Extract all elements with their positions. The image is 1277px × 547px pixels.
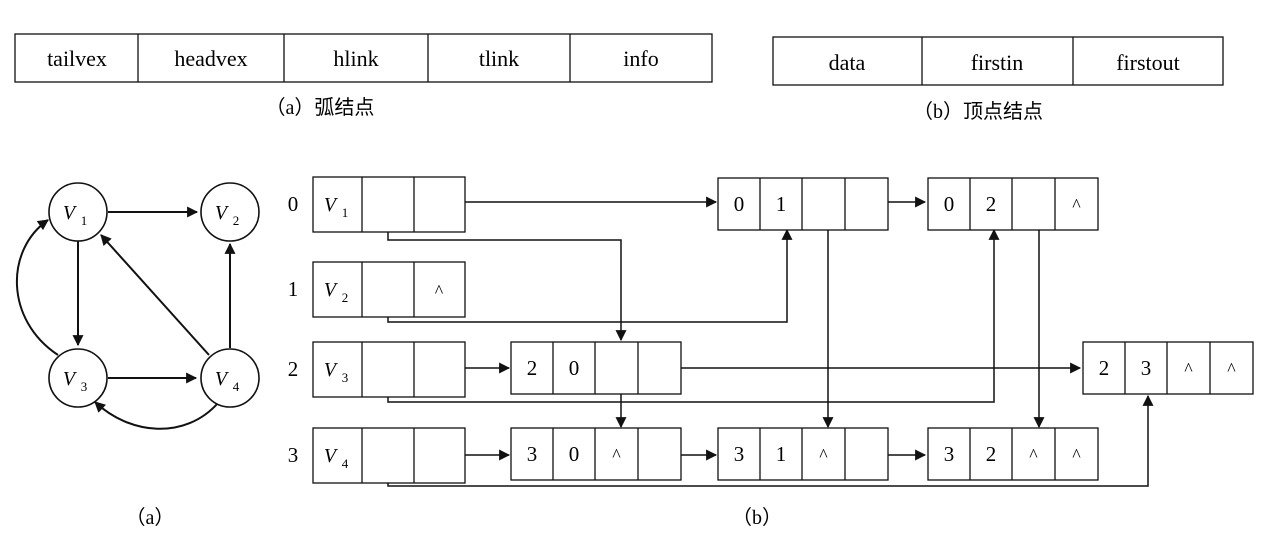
arc-node-box bbox=[14, 33, 713, 83]
arc-node-hlink: ^ bbox=[1184, 359, 1193, 379]
node-letter: V bbox=[215, 202, 230, 224]
arc-node-tail: 3 bbox=[944, 442, 955, 466]
node-circle bbox=[48, 348, 108, 408]
arc-node-tlink: ^ bbox=[1072, 195, 1081, 215]
vertex-index: 3 bbox=[288, 443, 299, 467]
arc-node-frame bbox=[510, 427, 682, 481]
arc-node-frame bbox=[510, 341, 682, 395]
arc-node-frame bbox=[927, 177, 1099, 231]
vertex-firstout: ^ bbox=[435, 281, 444, 301]
arc-node-head: 0 bbox=[569, 356, 580, 380]
field-info: info bbox=[623, 46, 658, 71]
field-tlink: tlink bbox=[479, 46, 519, 71]
arc-node-head: 1 bbox=[776, 442, 787, 466]
vertex-index: 1 bbox=[288, 277, 299, 301]
field-firstin: firstin bbox=[971, 50, 1024, 75]
field-hlink: hlink bbox=[333, 46, 378, 71]
arc-node-hlink: ^ bbox=[819, 445, 828, 465]
arc-node: 3 1 ^ bbox=[717, 427, 889, 481]
graph-edge-v4-v1 bbox=[100, 234, 210, 356]
graph-node-v4: V 4 bbox=[200, 348, 260, 408]
node-subscript: 3 bbox=[81, 379, 88, 394]
vertex-data-subscript: 4 bbox=[342, 456, 349, 471]
vertex-row-box bbox=[312, 341, 466, 398]
graph-edge-v3-v1 bbox=[16, 219, 59, 356]
field-firstout: firstout bbox=[1116, 50, 1180, 75]
arc-node-head: 2 bbox=[986, 192, 997, 216]
arc-node-tail: 0 bbox=[944, 192, 955, 216]
arc-node-hlink: ^ bbox=[612, 445, 621, 465]
field-tailvex: tailvex bbox=[47, 46, 107, 71]
arc-node: 0 2 ^ bbox=[927, 177, 1099, 231]
arc-node-head: 1 bbox=[776, 192, 787, 216]
arc-node: 3 0 ^ bbox=[510, 427, 682, 481]
arc-node-head: 2 bbox=[986, 442, 997, 466]
node-subscript: 1 bbox=[81, 213, 88, 228]
vertex-data-subscript: 2 bbox=[342, 290, 349, 305]
arc-node-tlink: ^ bbox=[1227, 359, 1236, 379]
node-letter: V bbox=[63, 202, 78, 224]
vertex-index: 2 bbox=[288, 357, 299, 381]
vertex-data-letter: V bbox=[324, 279, 339, 301]
field-headvex: headvex bbox=[174, 46, 247, 71]
arc-node-caption: （a）弧结点 bbox=[266, 96, 375, 119]
arc-node: 2 3 ^ ^ bbox=[1082, 341, 1254, 395]
arc-node-tail: 2 bbox=[527, 356, 538, 380]
list-caption: （b） bbox=[732, 506, 782, 529]
vertex-row-box bbox=[312, 427, 466, 484]
vertex-data-letter: V bbox=[324, 359, 339, 381]
graph-node-v2: V 2 bbox=[200, 182, 260, 242]
node-circle bbox=[48, 182, 108, 242]
arc-node-structure: tailvex headvex hlink tlink info （a）弧结点 bbox=[14, 33, 713, 119]
arc-node-tail: 2 bbox=[1099, 356, 1110, 380]
arc-node-tail: 3 bbox=[734, 442, 745, 466]
vertex-data-subscript: 3 bbox=[342, 370, 349, 385]
node-subscript: 2 bbox=[233, 213, 240, 228]
graph-caption: （a） bbox=[126, 506, 175, 529]
arc-node-frame bbox=[1082, 341, 1254, 395]
vertex-data-letter: V bbox=[324, 194, 339, 216]
arc-node-hlink: ^ bbox=[1029, 445, 1038, 465]
arc-node-frame bbox=[927, 427, 1099, 481]
arc-node-frame bbox=[717, 177, 889, 231]
arc-node-head: 0 bbox=[569, 442, 580, 466]
directed-graph: V 1 V 2 V 3 V 4 （a） bbox=[16, 182, 260, 529]
vertex-row-box bbox=[312, 261, 466, 318]
arc-node-tail: 0 bbox=[734, 192, 745, 216]
arc-node: 3 2 ^ ^ bbox=[927, 427, 1099, 481]
node-letter: V bbox=[63, 368, 78, 390]
node-circle bbox=[200, 348, 260, 408]
vertex-row-box bbox=[312, 176, 466, 233]
node-subscript: 4 bbox=[233, 379, 240, 394]
arc-node-frame bbox=[717, 427, 889, 481]
arc-node-tlink: ^ bbox=[1072, 445, 1081, 465]
field-data: data bbox=[829, 50, 866, 75]
graph-edge-v4-v3 bbox=[94, 401, 219, 430]
link-v3-firstin bbox=[387, 228, 1000, 403]
graph-node-v1: V 1 bbox=[48, 182, 108, 242]
vertex-node-structure: data firstin firstout （b）顶点结点 bbox=[772, 36, 1224, 123]
vertex-index: 0 bbox=[288, 192, 299, 216]
vertex-data-subscript: 1 bbox=[342, 205, 349, 220]
arc-node-head: 3 bbox=[1141, 356, 1152, 380]
vertex-node-box bbox=[772, 36, 1224, 86]
node-circle bbox=[200, 182, 260, 242]
vertex-node-caption: （b）顶点结点 bbox=[913, 100, 1043, 123]
arc-node-tail: 3 bbox=[527, 442, 538, 466]
node-letter: V bbox=[215, 368, 230, 390]
vertex-data-letter: V bbox=[324, 445, 339, 467]
graph-node-v3: V 3 bbox=[48, 348, 108, 408]
